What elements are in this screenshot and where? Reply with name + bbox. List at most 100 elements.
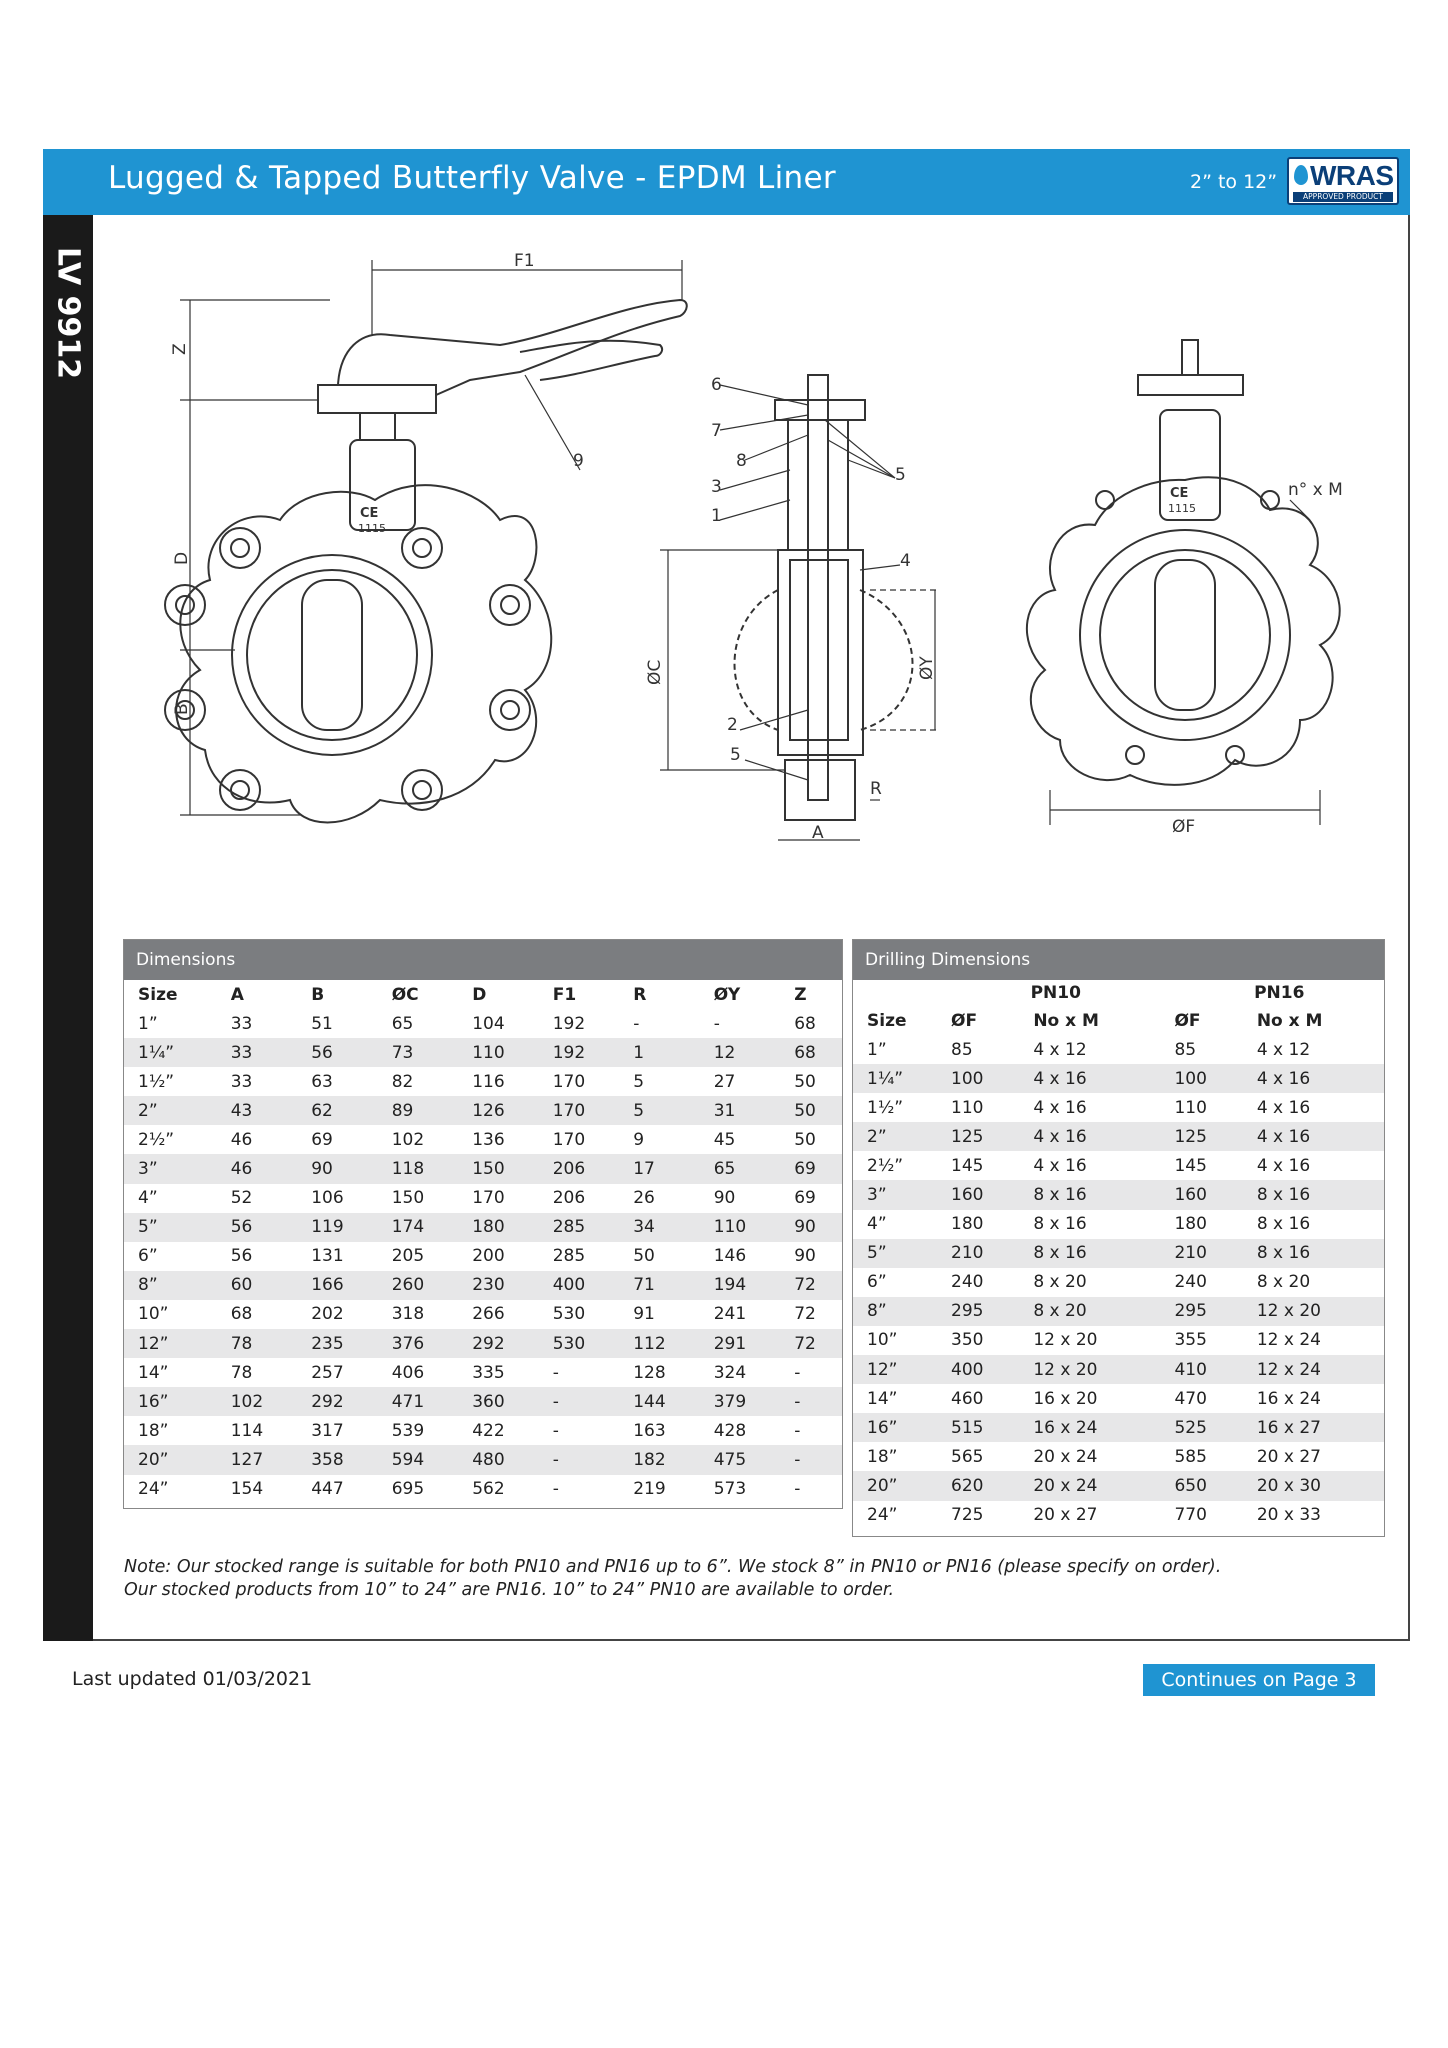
drilling-col-header: No x M xyxy=(1256,1010,1323,1031)
label-part-3: 3 xyxy=(711,477,722,497)
group-pn10: PN10 xyxy=(1030,983,1081,1003)
table-cell: - xyxy=(538,1387,620,1417)
table-cell: 4 x 16 xyxy=(1242,1122,1384,1152)
table-cell: 4 x 16 xyxy=(1242,1151,1384,1181)
label-part-2: 2 xyxy=(727,715,738,735)
label-callout-9: 9 xyxy=(573,451,584,471)
table-cell: 85 xyxy=(1160,1035,1243,1065)
table-cell: 285 xyxy=(538,1241,620,1271)
table-cell: 69 xyxy=(780,1183,842,1213)
table-cell: 219 xyxy=(619,1474,700,1504)
table-cell: 91 xyxy=(619,1299,700,1330)
table-cell: 8 x 16 xyxy=(1242,1180,1384,1210)
table-cell: 56 xyxy=(216,1212,298,1242)
table-cell: 180 xyxy=(1160,1209,1243,1239)
table-cell: 170 xyxy=(458,1183,539,1213)
table-cell: 1½” xyxy=(124,1067,217,1097)
stock-note: Note: Our stocked range is suitable for … xyxy=(124,1556,1221,1602)
table-cell: 1¼” xyxy=(124,1038,217,1068)
table-cell: 62 xyxy=(297,1096,378,1126)
dimensions-col-header: B xyxy=(311,984,325,1005)
table-cell: 5” xyxy=(853,1238,937,1268)
table-cell: 89 xyxy=(377,1096,459,1126)
note-line-1: Note: Our stocked range is suitable for … xyxy=(124,1557,1222,1577)
table-cell: 127 xyxy=(216,1445,298,1475)
table-cell: 69 xyxy=(780,1154,842,1184)
table-cell: 460 xyxy=(937,1384,1020,1414)
header-bar xyxy=(43,149,1410,215)
ce-mark: CE xyxy=(360,506,378,521)
table-cell: 160 xyxy=(1160,1180,1243,1210)
table-cell: 4 x 16 xyxy=(1242,1064,1384,1094)
table-cell: 539 xyxy=(377,1416,459,1446)
table-cell: 620 xyxy=(937,1471,1020,1501)
table-cell: 68 xyxy=(216,1299,298,1330)
table-cell: 192 xyxy=(538,1038,620,1068)
table-cell: 65 xyxy=(699,1154,781,1184)
table-cell: 68 xyxy=(780,1009,842,1039)
table-cell: 78 xyxy=(216,1358,298,1388)
group-pn16: PN16 xyxy=(1254,983,1305,1003)
size-range: 2” to 12” xyxy=(1190,171,1278,193)
table-cell: 5” xyxy=(124,1212,217,1242)
table-cell: 12” xyxy=(124,1329,217,1359)
ce-number: 1115 xyxy=(358,522,386,535)
table-cell: 20” xyxy=(124,1445,217,1475)
table-cell: - xyxy=(538,1474,620,1504)
table-cell: 8 x 16 xyxy=(1019,1238,1161,1268)
label-part-8: 8 xyxy=(736,451,747,471)
table-cell: 12 x 20 xyxy=(1019,1325,1161,1356)
table-cell: 18” xyxy=(853,1442,937,1472)
table-cell: 475 xyxy=(699,1445,781,1475)
product-code: LV 9912 xyxy=(50,247,86,380)
table-cell: 8 x 20 xyxy=(1019,1267,1161,1297)
table-cell: 295 xyxy=(1160,1296,1243,1326)
table-cell: 8” xyxy=(853,1296,937,1326)
label-part-1: 1 xyxy=(711,506,722,526)
table-cell: 376 xyxy=(377,1329,459,1359)
table-cell: 4” xyxy=(124,1183,217,1213)
table-cell: 240 xyxy=(937,1267,1020,1297)
table-cell: 10” xyxy=(853,1325,937,1356)
table-cell: 5 xyxy=(619,1067,700,1097)
table-cell: 324 xyxy=(699,1358,781,1388)
table-cell: 285 xyxy=(538,1212,620,1242)
label-r: R xyxy=(870,779,882,799)
dimensions-table-title: Dimensions xyxy=(124,940,842,980)
table-cell: 110 xyxy=(458,1038,539,1068)
table-cell: 202 xyxy=(297,1299,378,1330)
table-cell: 14” xyxy=(124,1358,217,1388)
sidebar xyxy=(43,215,93,1641)
dimensions-col-header: R xyxy=(633,984,647,1005)
water-drop-icon xyxy=(1294,165,1308,185)
table-cell: - xyxy=(780,1358,842,1388)
table-cell: 5 xyxy=(619,1096,700,1126)
table-cell: 85 xyxy=(937,1035,1020,1065)
table-cell: 400 xyxy=(538,1270,620,1300)
table-cell: 31 xyxy=(699,1096,781,1126)
table-cell: 400 xyxy=(937,1355,1020,1385)
label-holes: n° x M xyxy=(1288,480,1343,500)
table-cell: 110 xyxy=(937,1093,1020,1123)
dimensions-col-header: F1 xyxy=(552,984,577,1005)
table-cell: 78 xyxy=(216,1329,298,1359)
table-cell: 3” xyxy=(124,1154,217,1184)
dimensions-col-header: A xyxy=(230,984,244,1005)
front-view xyxy=(164,298,688,824)
table-cell: 725 xyxy=(937,1500,1020,1530)
table-cell: 46 xyxy=(216,1154,298,1184)
table-cell: 260 xyxy=(377,1270,459,1300)
